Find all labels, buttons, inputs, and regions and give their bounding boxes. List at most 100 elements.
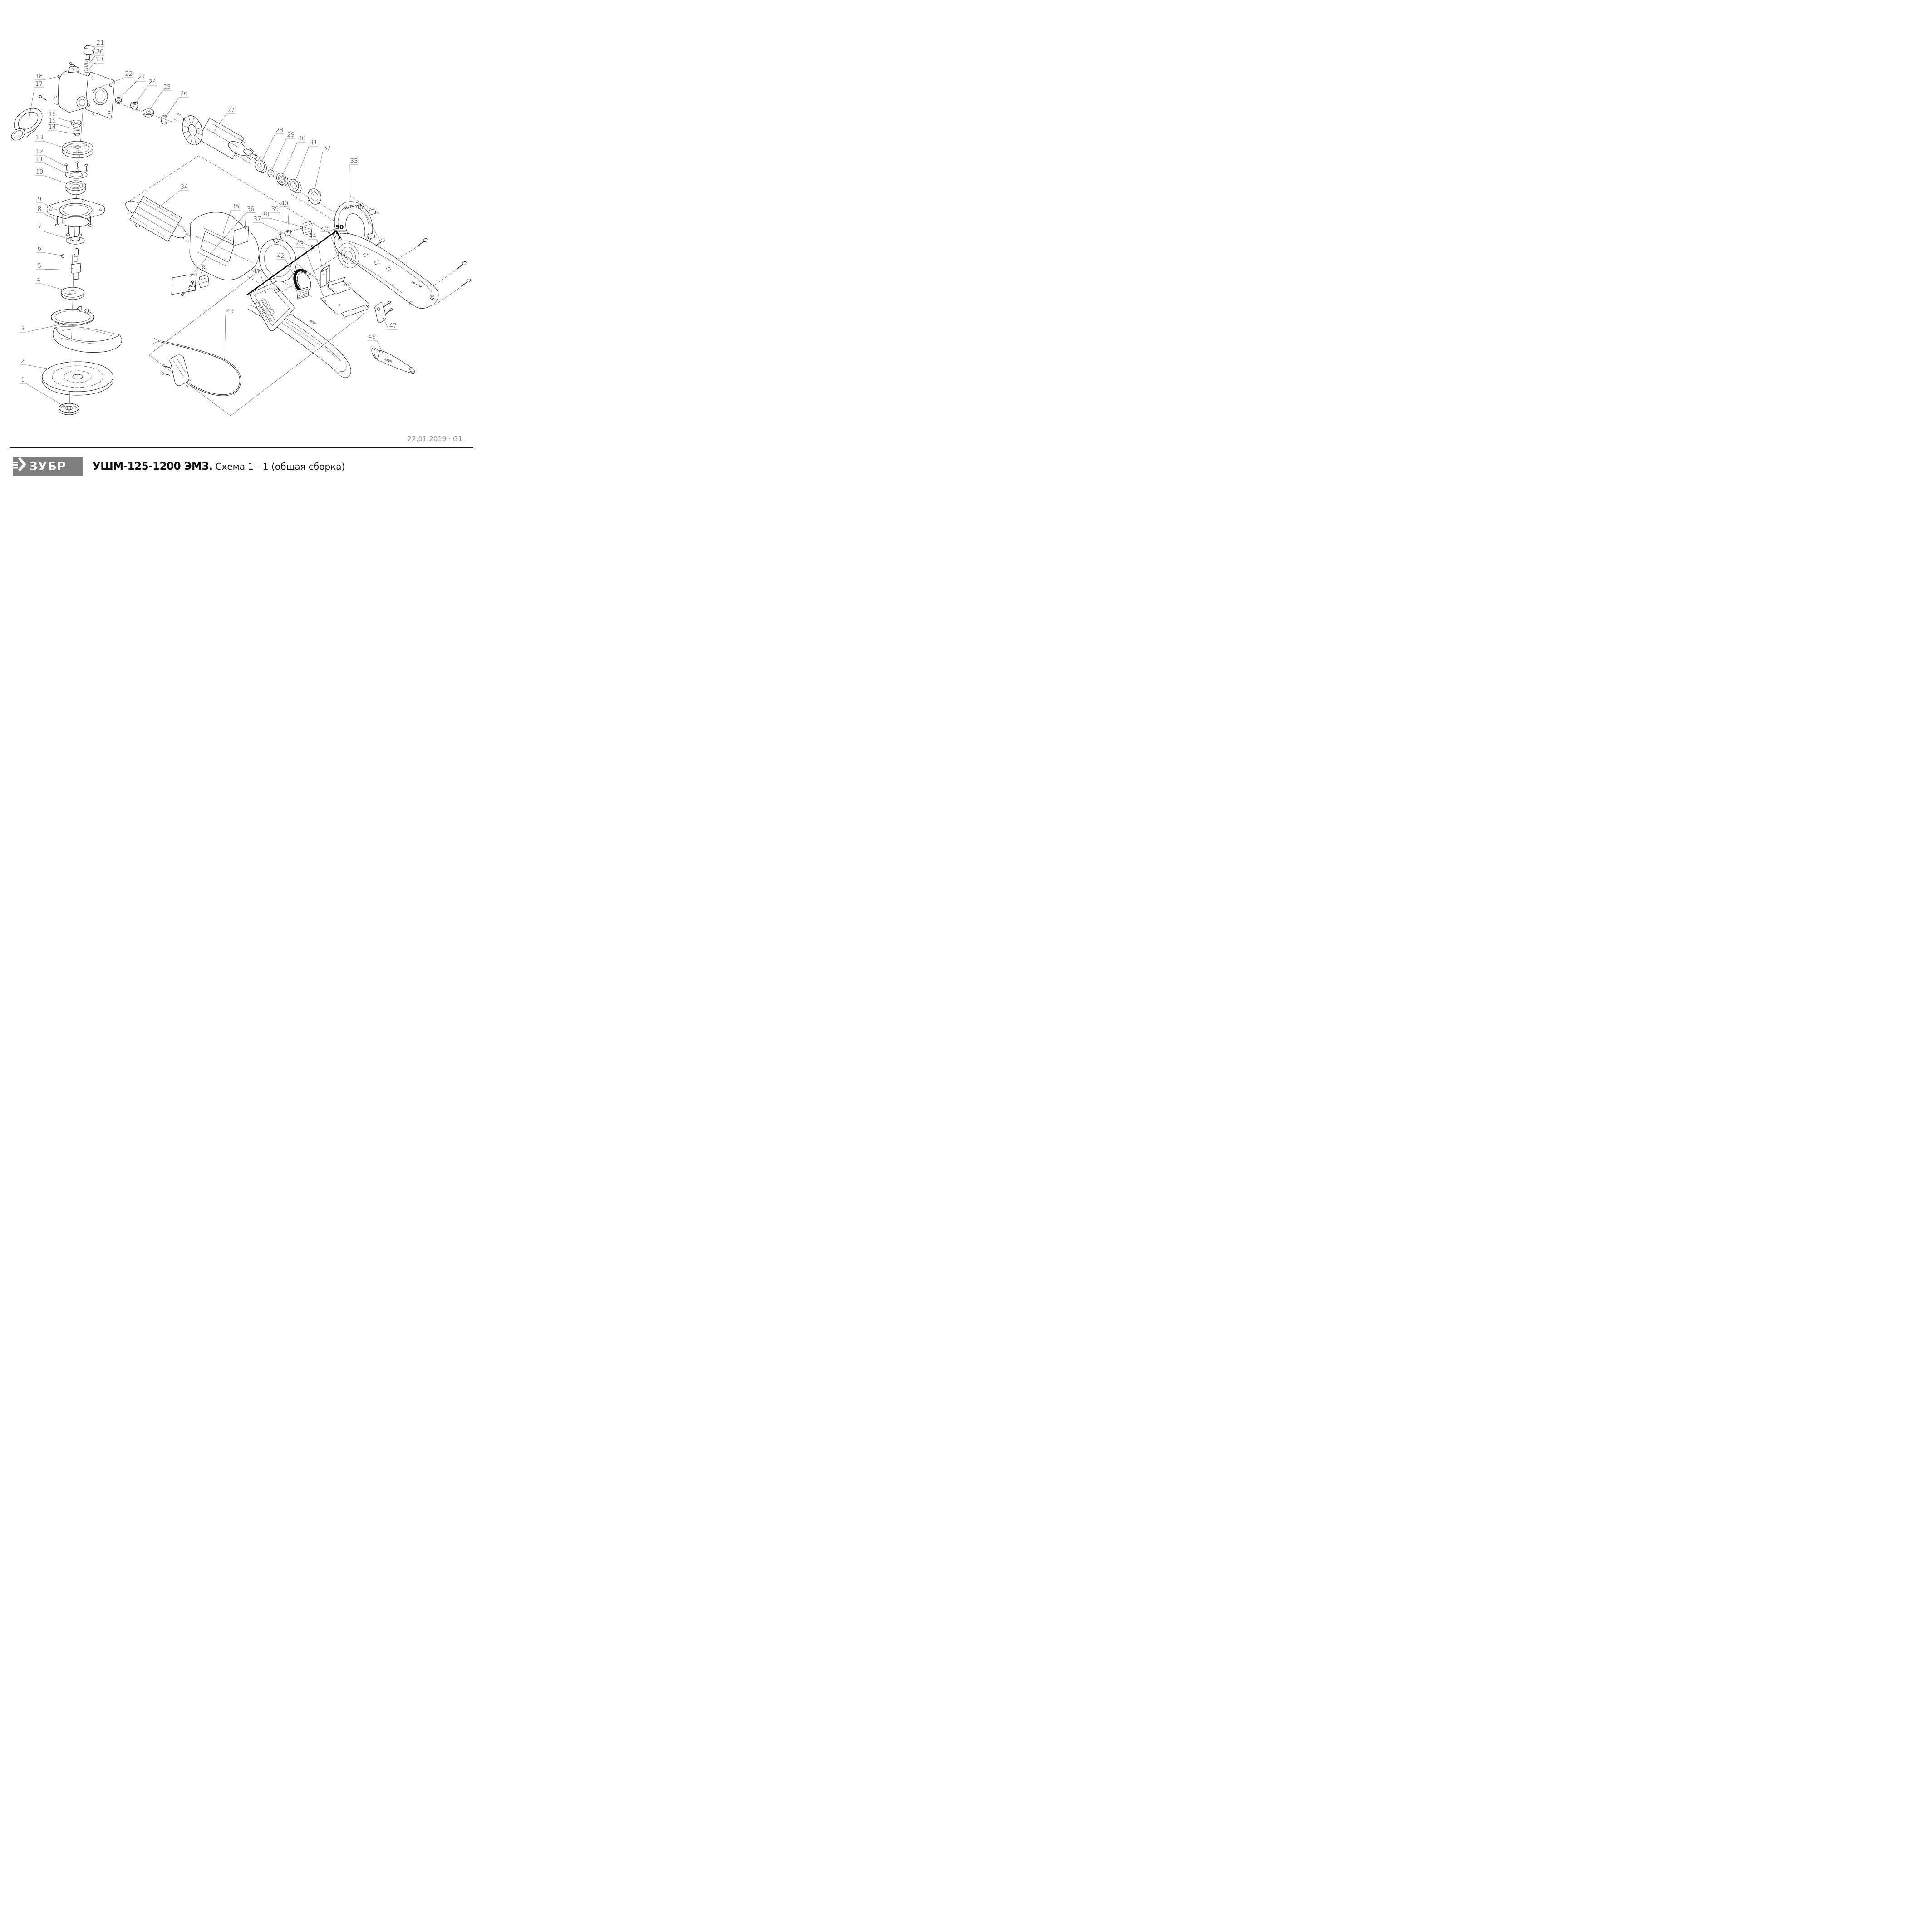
woodruff-key	[61, 254, 64, 258]
leader-dot	[87, 65, 88, 66]
part-number-44: 44	[309, 233, 317, 240]
spindle-lock-button	[83, 45, 95, 62]
part-number-24: 24	[149, 79, 157, 86]
part-number-13: 13	[36, 134, 44, 141]
leader-dot	[67, 238, 68, 239]
handle-shell-left: PA6-GF30	[334, 233, 439, 309]
stator	[125, 196, 187, 242]
leader-dot	[64, 165, 65, 166]
spindle-nut	[115, 97, 122, 104]
leader-dot	[305, 227, 306, 228]
part-number-45: 45	[321, 225, 329, 232]
leader-dot	[299, 285, 300, 286]
leader-line-12	[35, 155, 65, 166]
leader-dot	[224, 359, 225, 360]
leader-dot	[260, 164, 261, 165]
leader-line-11	[35, 162, 66, 173]
spindle-bearing	[65, 180, 86, 195]
dial-digit-3: 3	[300, 284, 303, 288]
part-number-17: 17	[35, 81, 43, 88]
leader-dot	[64, 147, 65, 148]
leader-dot	[323, 274, 324, 275]
label-sticker-right	[233, 226, 249, 246]
part-number-19: 19	[96, 56, 103, 63]
power-cord	[152, 337, 241, 396]
armature-rotor	[176, 112, 262, 162]
leader-dot	[87, 70, 88, 71]
leader-line-31	[294, 146, 318, 184]
pinion-gear	[130, 101, 138, 110]
part-number-18: 18	[35, 73, 43, 80]
part-number-36: 36	[247, 206, 255, 213]
leader-line-8	[36, 212, 58, 221]
construction-lines	[69, 53, 464, 416]
leader-dot	[287, 232, 288, 233]
part-number-3: 3	[21, 325, 25, 332]
capacitor	[320, 265, 330, 288]
leader-line-29	[270, 138, 295, 172]
side-handle: ЗУБР	[371, 347, 415, 374]
leader-dot	[313, 194, 314, 195]
leader-line-15	[48, 124, 75, 129]
leader-line-24	[134, 85, 157, 105]
part-number-8: 8	[38, 206, 41, 213]
footer-bar: ЗУБР УШМ-125-1200 ЭМЗ.Схема 1 - 1 (общая…	[13, 456, 473, 477]
bearing-flange	[47, 198, 105, 227]
part-number-23: 23	[138, 74, 145, 81]
leader-line-34	[159, 190, 189, 207]
flange-pins	[55, 216, 93, 236]
leader-line-3	[20, 323, 67, 333]
leader-dot	[74, 133, 75, 134]
zubr-logo-text: ЗУБР	[29, 459, 66, 473]
brush-screw-upper	[278, 232, 282, 239]
part-number-49: 49	[226, 308, 234, 315]
leader-line-30	[281, 142, 306, 178]
part-number-22: 22	[125, 71, 133, 78]
leader-line-7	[36, 231, 68, 239]
leader-dot	[294, 183, 295, 184]
leader-line-14	[48, 130, 75, 134]
part-number-2: 2	[21, 358, 25, 365]
part-number-37: 37	[254, 216, 261, 223]
zubr-logo: ЗУБР	[13, 457, 83, 476]
leader-dot	[92, 90, 93, 91]
leader-dot	[72, 268, 73, 269]
leader-dot	[190, 276, 191, 277]
leader-dot	[311, 246, 312, 247]
part-number-43: 43	[296, 241, 304, 248]
gear-washer-plate	[65, 171, 88, 179]
housing-screws	[39, 62, 78, 101]
leader-dot	[74, 128, 75, 129]
leader-dot	[281, 177, 282, 178]
leader-line-16	[48, 118, 73, 123]
leader-line-19	[87, 63, 104, 71]
gear-housing	[53, 66, 115, 118]
speed-dial: 2 3	[293, 269, 311, 300]
rear-mount-ring	[255, 159, 267, 173]
label-sticker-lower	[171, 273, 197, 295]
vented-cover	[250, 283, 295, 331]
part-number-5: 5	[38, 263, 41, 270]
leader-line-38	[261, 218, 306, 228]
leader-dot	[280, 233, 281, 234]
dial-digit-2: 2	[299, 276, 302, 280]
part-labels: 1234567891011121314151617181920212223242…	[20, 40, 398, 407]
part-number-29: 29	[287, 132, 295, 138]
head-bearing	[143, 108, 154, 118]
assembly-50-arrow	[335, 230, 340, 237]
upper-spindle-bearing	[71, 120, 82, 128]
leader-line-43	[295, 247, 324, 296]
leader-dot	[382, 352, 383, 353]
cover-grille	[255, 299, 275, 323]
scheme-subtitle: Схема 1 - 1 (общая сборка)	[215, 461, 345, 472]
part-number-1: 1	[21, 377, 25, 383]
bearing-sleeve	[288, 179, 302, 193]
brush-holder-upper	[302, 221, 313, 236]
leader-dot	[265, 292, 266, 293]
spindle-shaft	[71, 248, 81, 280]
leader-line-13	[35, 141, 65, 148]
zubr-logo-icon	[13, 457, 26, 472]
diagram-title: УШМ-125-1200 ЭМЗ.Схема 1 - 1 (общая сбор…	[93, 461, 345, 472]
grinding-disc	[42, 361, 113, 396]
leader-line-42	[276, 259, 300, 286]
